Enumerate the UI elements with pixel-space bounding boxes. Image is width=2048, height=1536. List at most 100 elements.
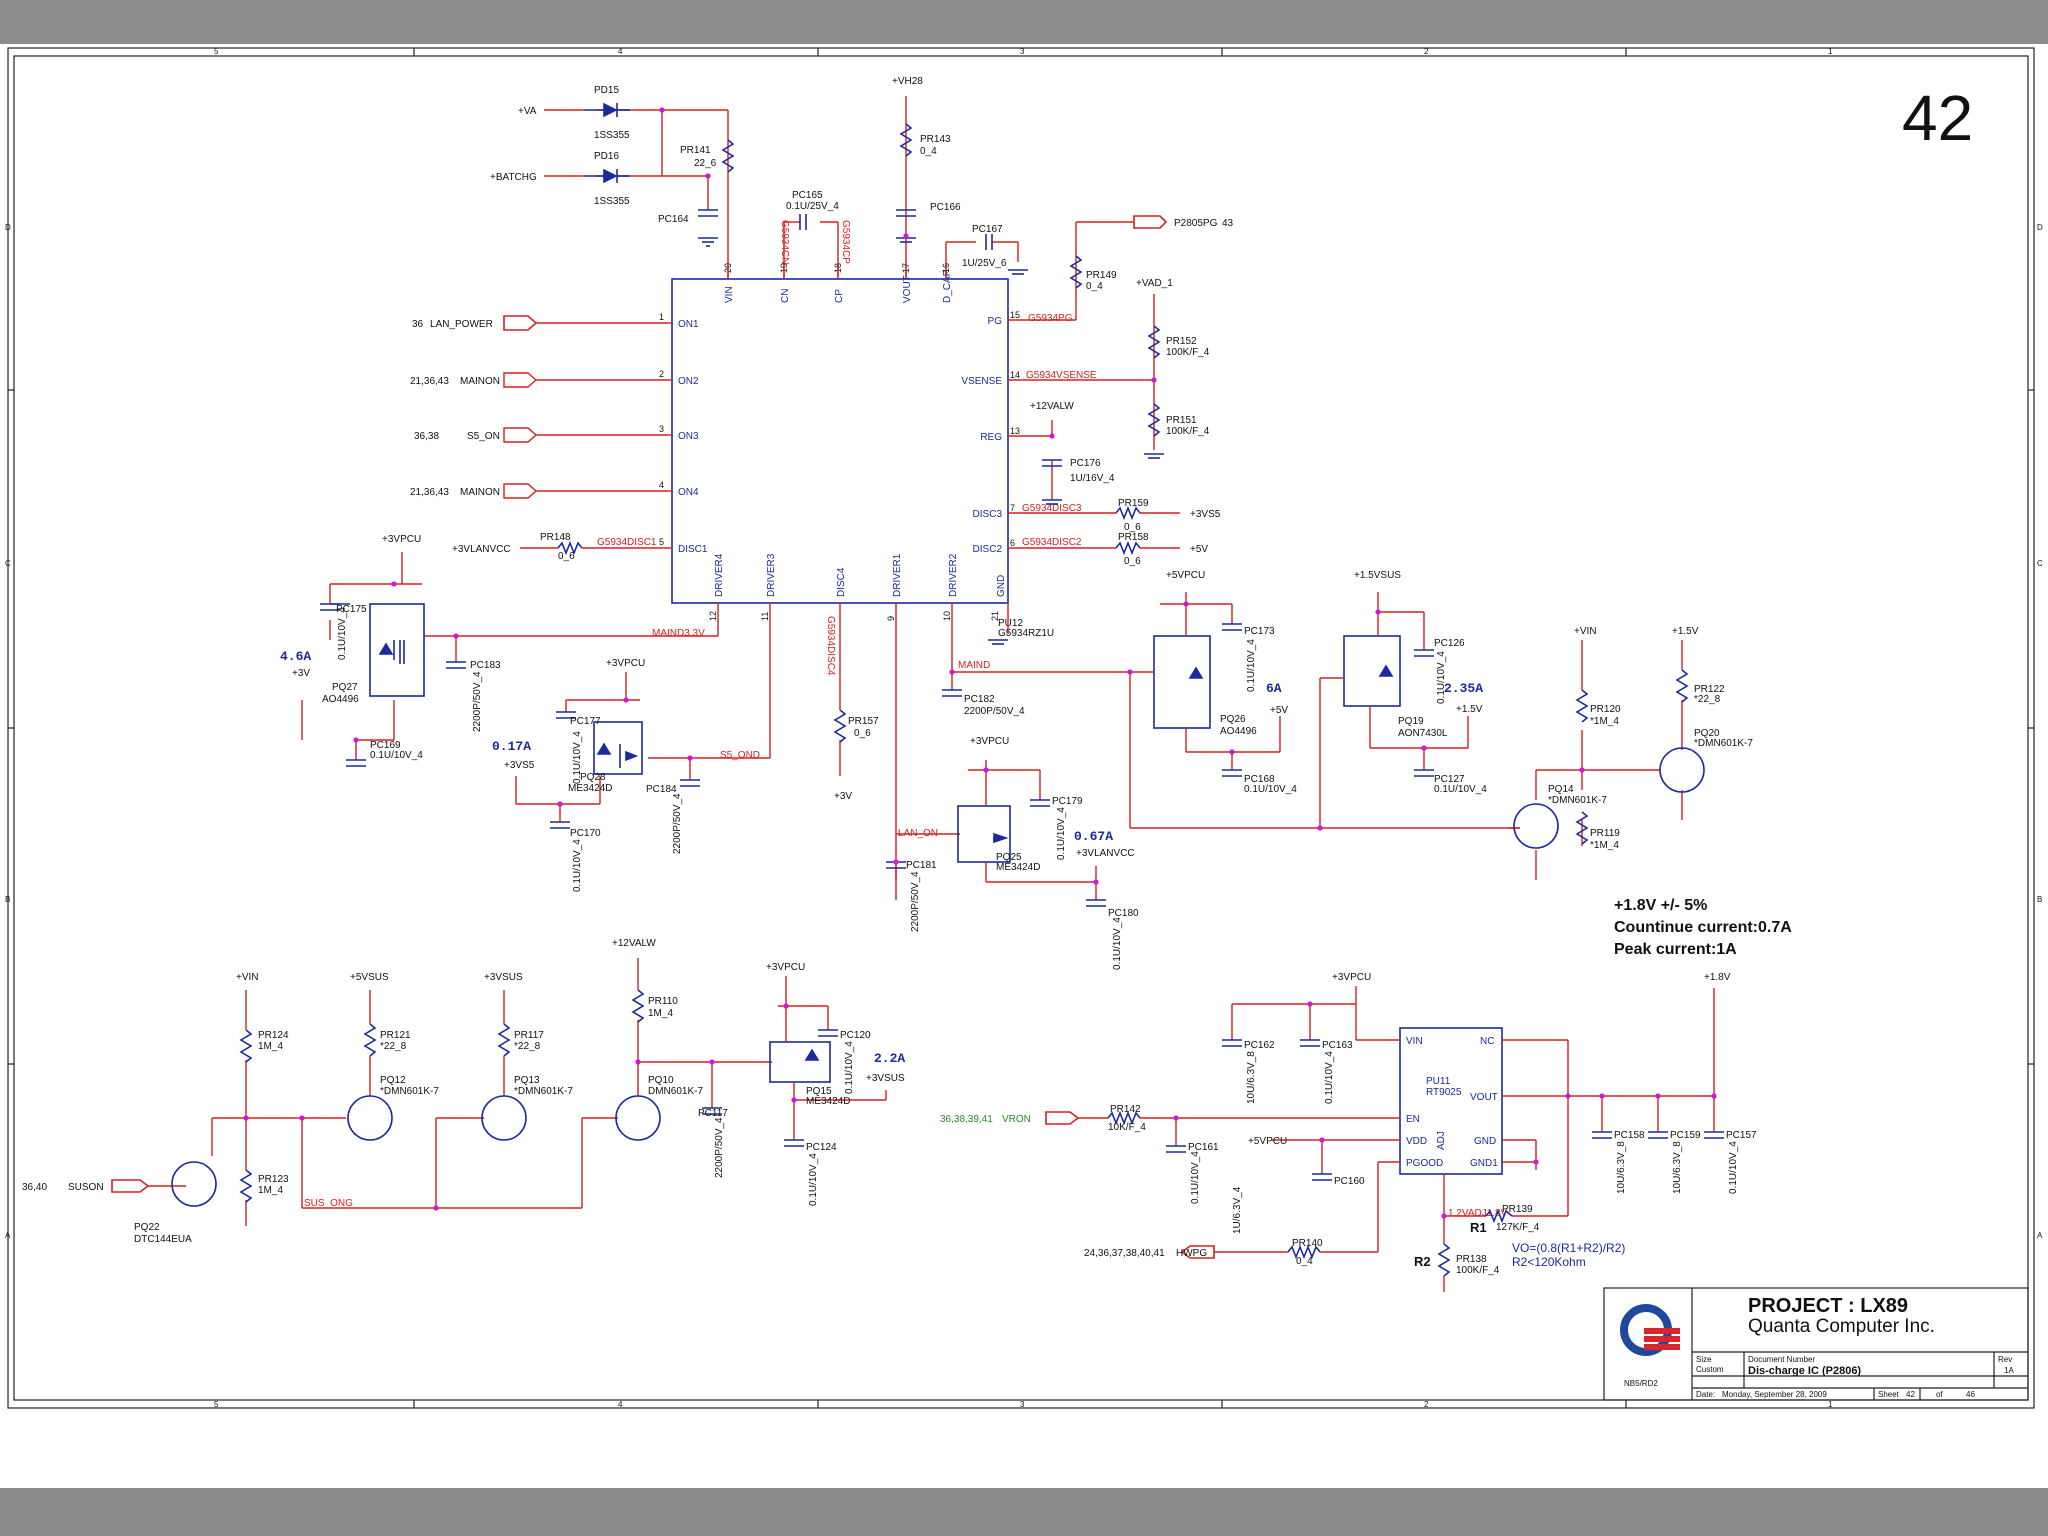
pc170-val: 0.1U/10V_4 xyxy=(572,839,583,892)
ic-pin-number: 4 xyxy=(659,480,664,490)
pc175-val: 0.1U/10V_4 xyxy=(337,607,348,660)
pq27-symbol xyxy=(369,603,425,697)
col-label: 1 xyxy=(1828,1400,1833,1409)
pc120-val: 0.1U/10V_4 xyxy=(844,1041,855,1094)
pq26-symbol xyxy=(1153,635,1211,729)
rail-3vs5: +3VS5 xyxy=(1190,509,1221,520)
pc124-ref: PC124 xyxy=(806,1142,837,1153)
pq14-val: *DMN601K-7 xyxy=(1548,795,1607,806)
pu11-pin-en: EN xyxy=(1406,1114,1420,1125)
ic-pin-name: DRIVER3 xyxy=(766,553,777,597)
col-label: 2 xyxy=(1424,47,1429,56)
port-lan-power-sheets: 36 xyxy=(412,319,424,330)
port-vron-sheets: 36,38,39,41 xyxy=(940,1114,993,1125)
row-label: B xyxy=(5,895,10,904)
pc177-ref: PC177 xyxy=(570,716,601,727)
row-label: C xyxy=(5,559,11,568)
pu11-pin-vdd: VDD xyxy=(1406,1136,1427,1147)
net-maind33: MAIND3.3V xyxy=(652,628,705,639)
rail-5vpcu-b: +5VPCU xyxy=(1248,1136,1287,1147)
pq28-val: ME3424D xyxy=(568,783,612,794)
pr159-ref: PR159 xyxy=(1118,498,1149,509)
project-name: PROJECT : LX89 xyxy=(1748,1295,1908,1317)
rail-vin-a: +VIN xyxy=(1574,626,1597,637)
pc165-val: 0.1U/25V_4 xyxy=(786,201,839,212)
port-p2805pg-name: P2805PG xyxy=(1174,218,1218,229)
pr141-val: 22_6 xyxy=(694,158,717,169)
sheet-label: Sheet xyxy=(1878,1390,1900,1399)
company-name: Quanta Computer Inc. xyxy=(1748,1316,1935,1337)
ic-pin-number: 3 xyxy=(659,424,664,434)
ic-pin-name: DRIVER1 xyxy=(892,553,903,597)
pc170-ref: PC170 xyxy=(570,828,601,839)
pq26-ref: PQ26 xyxy=(1220,714,1246,725)
ic-pin-number: 11 xyxy=(760,612,770,621)
ic-pin-number: 9 xyxy=(886,616,896,621)
pd15-val: 1SS355 xyxy=(594,130,630,141)
viewer-bottom-bar xyxy=(0,1488,2048,1536)
port-mainon1-sheets: 21,36,43 xyxy=(410,376,449,387)
pr117-val: *22_8 xyxy=(514,1041,541,1052)
row-label: A xyxy=(5,1231,11,1240)
pc126-ref: PC126 xyxy=(1434,638,1465,649)
docnum-label: Document Number xyxy=(1748,1355,1815,1364)
pc126-val: 0.1U/10V_4 xyxy=(1436,651,1447,704)
date-label: Date: xyxy=(1696,1390,1715,1399)
pr122-ref: PR122 xyxy=(1694,684,1725,695)
pc162-ref: PC162 xyxy=(1244,1040,1275,1051)
ic-pin-name: ON2 xyxy=(678,376,699,387)
pc167-ref: PC167 xyxy=(972,224,1003,235)
rail-3vsus: +3VSUS xyxy=(484,972,523,983)
col-label: 3 xyxy=(1020,1400,1025,1409)
ic-pin-name: ON1 xyxy=(678,319,699,330)
pc161-val: 0.1U/10V_4 xyxy=(1190,1151,1201,1204)
pr110-ref: PR110 xyxy=(648,996,678,1007)
rail-15vsus: +1.5VSUS xyxy=(1354,570,1401,581)
pr123-ref: PR123 xyxy=(258,1174,289,1185)
net-maind: MAIND xyxy=(958,660,990,671)
port-suson-sheets: 36,40 xyxy=(22,1182,47,1193)
pr121-val: *22_8 xyxy=(380,1041,407,1052)
pq20-ref: PQ20 xyxy=(1694,728,1720,739)
col-label: 4 xyxy=(618,1400,623,1409)
port-suson-name: SUSON xyxy=(68,1182,104,1193)
pc161-ref: PC161 xyxy=(1188,1142,1219,1153)
size-value: Custom xyxy=(1696,1365,1724,1374)
pc169-ref: PC169 xyxy=(370,740,401,751)
pq12-symbol xyxy=(347,1095,393,1141)
pc183-val: 2200P/50V_4 xyxy=(472,671,483,732)
net-s5-ond: S5_OND xyxy=(720,750,760,761)
rev-value: 1A xyxy=(2004,1366,2014,1375)
row-label: C xyxy=(2037,559,2043,568)
pu11-val: RT9025 xyxy=(1426,1087,1462,1098)
pc179-ref: PC179 xyxy=(1052,796,1083,807)
pr157-ref: PR157 xyxy=(848,716,879,727)
rail-3vlanvcc: +3VLANVCC xyxy=(452,544,511,555)
total-sheets: 46 xyxy=(1966,1390,1975,1399)
rail-15v: +1.5V xyxy=(1456,704,1483,715)
pr143-val: 0_4 xyxy=(920,146,937,157)
col-label: 5 xyxy=(214,1400,219,1409)
rail-3vpcu-e: +3VPCU xyxy=(1332,972,1371,983)
ic-pin-number: 2 xyxy=(659,369,664,379)
current-pq15: 2.2A xyxy=(874,1051,905,1066)
pc173-ref: PC173 xyxy=(1244,626,1275,637)
pq25-ref: PQ25 xyxy=(996,852,1022,863)
net-g5934disc3: G5934DISC3 xyxy=(1022,503,1082,514)
pr142-val: 10K/F_4 xyxy=(1108,1122,1146,1133)
pq15-val: ME3424D xyxy=(806,1096,850,1107)
note-formula: VO=(0.8(R1+R2)/R2) xyxy=(1512,1241,1625,1255)
pq13-val: *DMN601K-7 xyxy=(514,1086,573,1097)
rail-18v: +1.8V xyxy=(1704,972,1731,983)
row-label: D xyxy=(5,223,11,232)
rail-3vpcu-c: +3VPCU xyxy=(970,736,1009,747)
pq27-ref: PQ27 xyxy=(332,682,358,693)
port-hwpg-name: HWPG xyxy=(1176,1248,1207,1259)
sheet-value: 42 xyxy=(1906,1390,1915,1399)
pr159-val: 0_6 xyxy=(1124,522,1141,533)
pr120-ref: PR120 xyxy=(1590,704,1621,715)
pc183-ref: PC183 xyxy=(470,660,501,671)
current-pq19: 2.35A xyxy=(1444,681,1483,696)
pc157-ref: PC157 xyxy=(1726,1130,1757,1141)
rail-15v-b: +1.5V xyxy=(1672,626,1699,637)
